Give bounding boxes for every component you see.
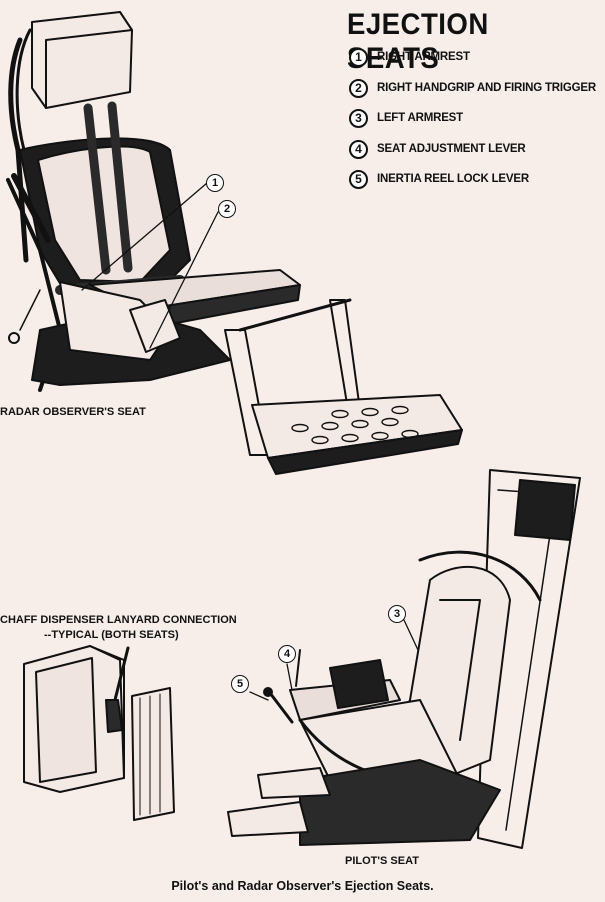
legend-number: 2: [349, 78, 368, 98]
legend-number: 1: [349, 47, 368, 67]
legend-number: 5: [349, 169, 368, 189]
pilot-seat-label: PILOT'S SEAT: [345, 855, 419, 867]
legend-item: 1 RIGHT ARMREST: [349, 46, 470, 68]
radar-observer-seat-drawing: [6, 11, 463, 475]
callout-3: 3: [388, 605, 406, 623]
pilot-seat-drawing: [227, 469, 581, 849]
callout-2: 2: [218, 200, 236, 218]
legend-item: 4 SEAT ADJUSTMENT LEVER: [349, 138, 526, 160]
legend-item: 3 LEFT ARMREST: [349, 107, 463, 129]
radar-observer-seat-label: RADAR OBSERVER'S SEAT: [0, 406, 146, 418]
legend-number: 3: [349, 108, 368, 128]
diagram-title: EJECTION SEATS: [347, 8, 489, 75]
legend-item: 5 INERTIA REEL LOCK LEVER: [349, 168, 529, 190]
legend-text: SEAT ADJUSTMENT LEVER: [377, 143, 526, 155]
callout-5: 5: [231, 675, 249, 693]
legend-text: LEFT ARMREST: [377, 112, 463, 124]
legend-text: RIGHT HANDGRIP AND FIRING TRIGGER: [377, 82, 596, 94]
legend-text: INERTIA REEL LOCK LEVER: [377, 173, 529, 185]
chaff-label-line1: CHAFF DISPENSER LANYARD CONNECTION: [0, 614, 237, 626]
chaff-label-line2: --TYPICAL (BOTH SEATS): [44, 629, 179, 641]
callout-4: 4: [278, 645, 296, 663]
legend-item: 2 RIGHT HANDGRIP AND FIRING TRIGGER: [349, 77, 596, 99]
chaff-dispenser-drawing: [23, 645, 175, 821]
figure-caption: Pilot's and Radar Observer's Ejection Se…: [171, 879, 434, 893]
legend-number: 4: [349, 139, 368, 159]
legend-text: RIGHT ARMREST: [377, 51, 470, 63]
callout-1: 1: [206, 174, 224, 192]
